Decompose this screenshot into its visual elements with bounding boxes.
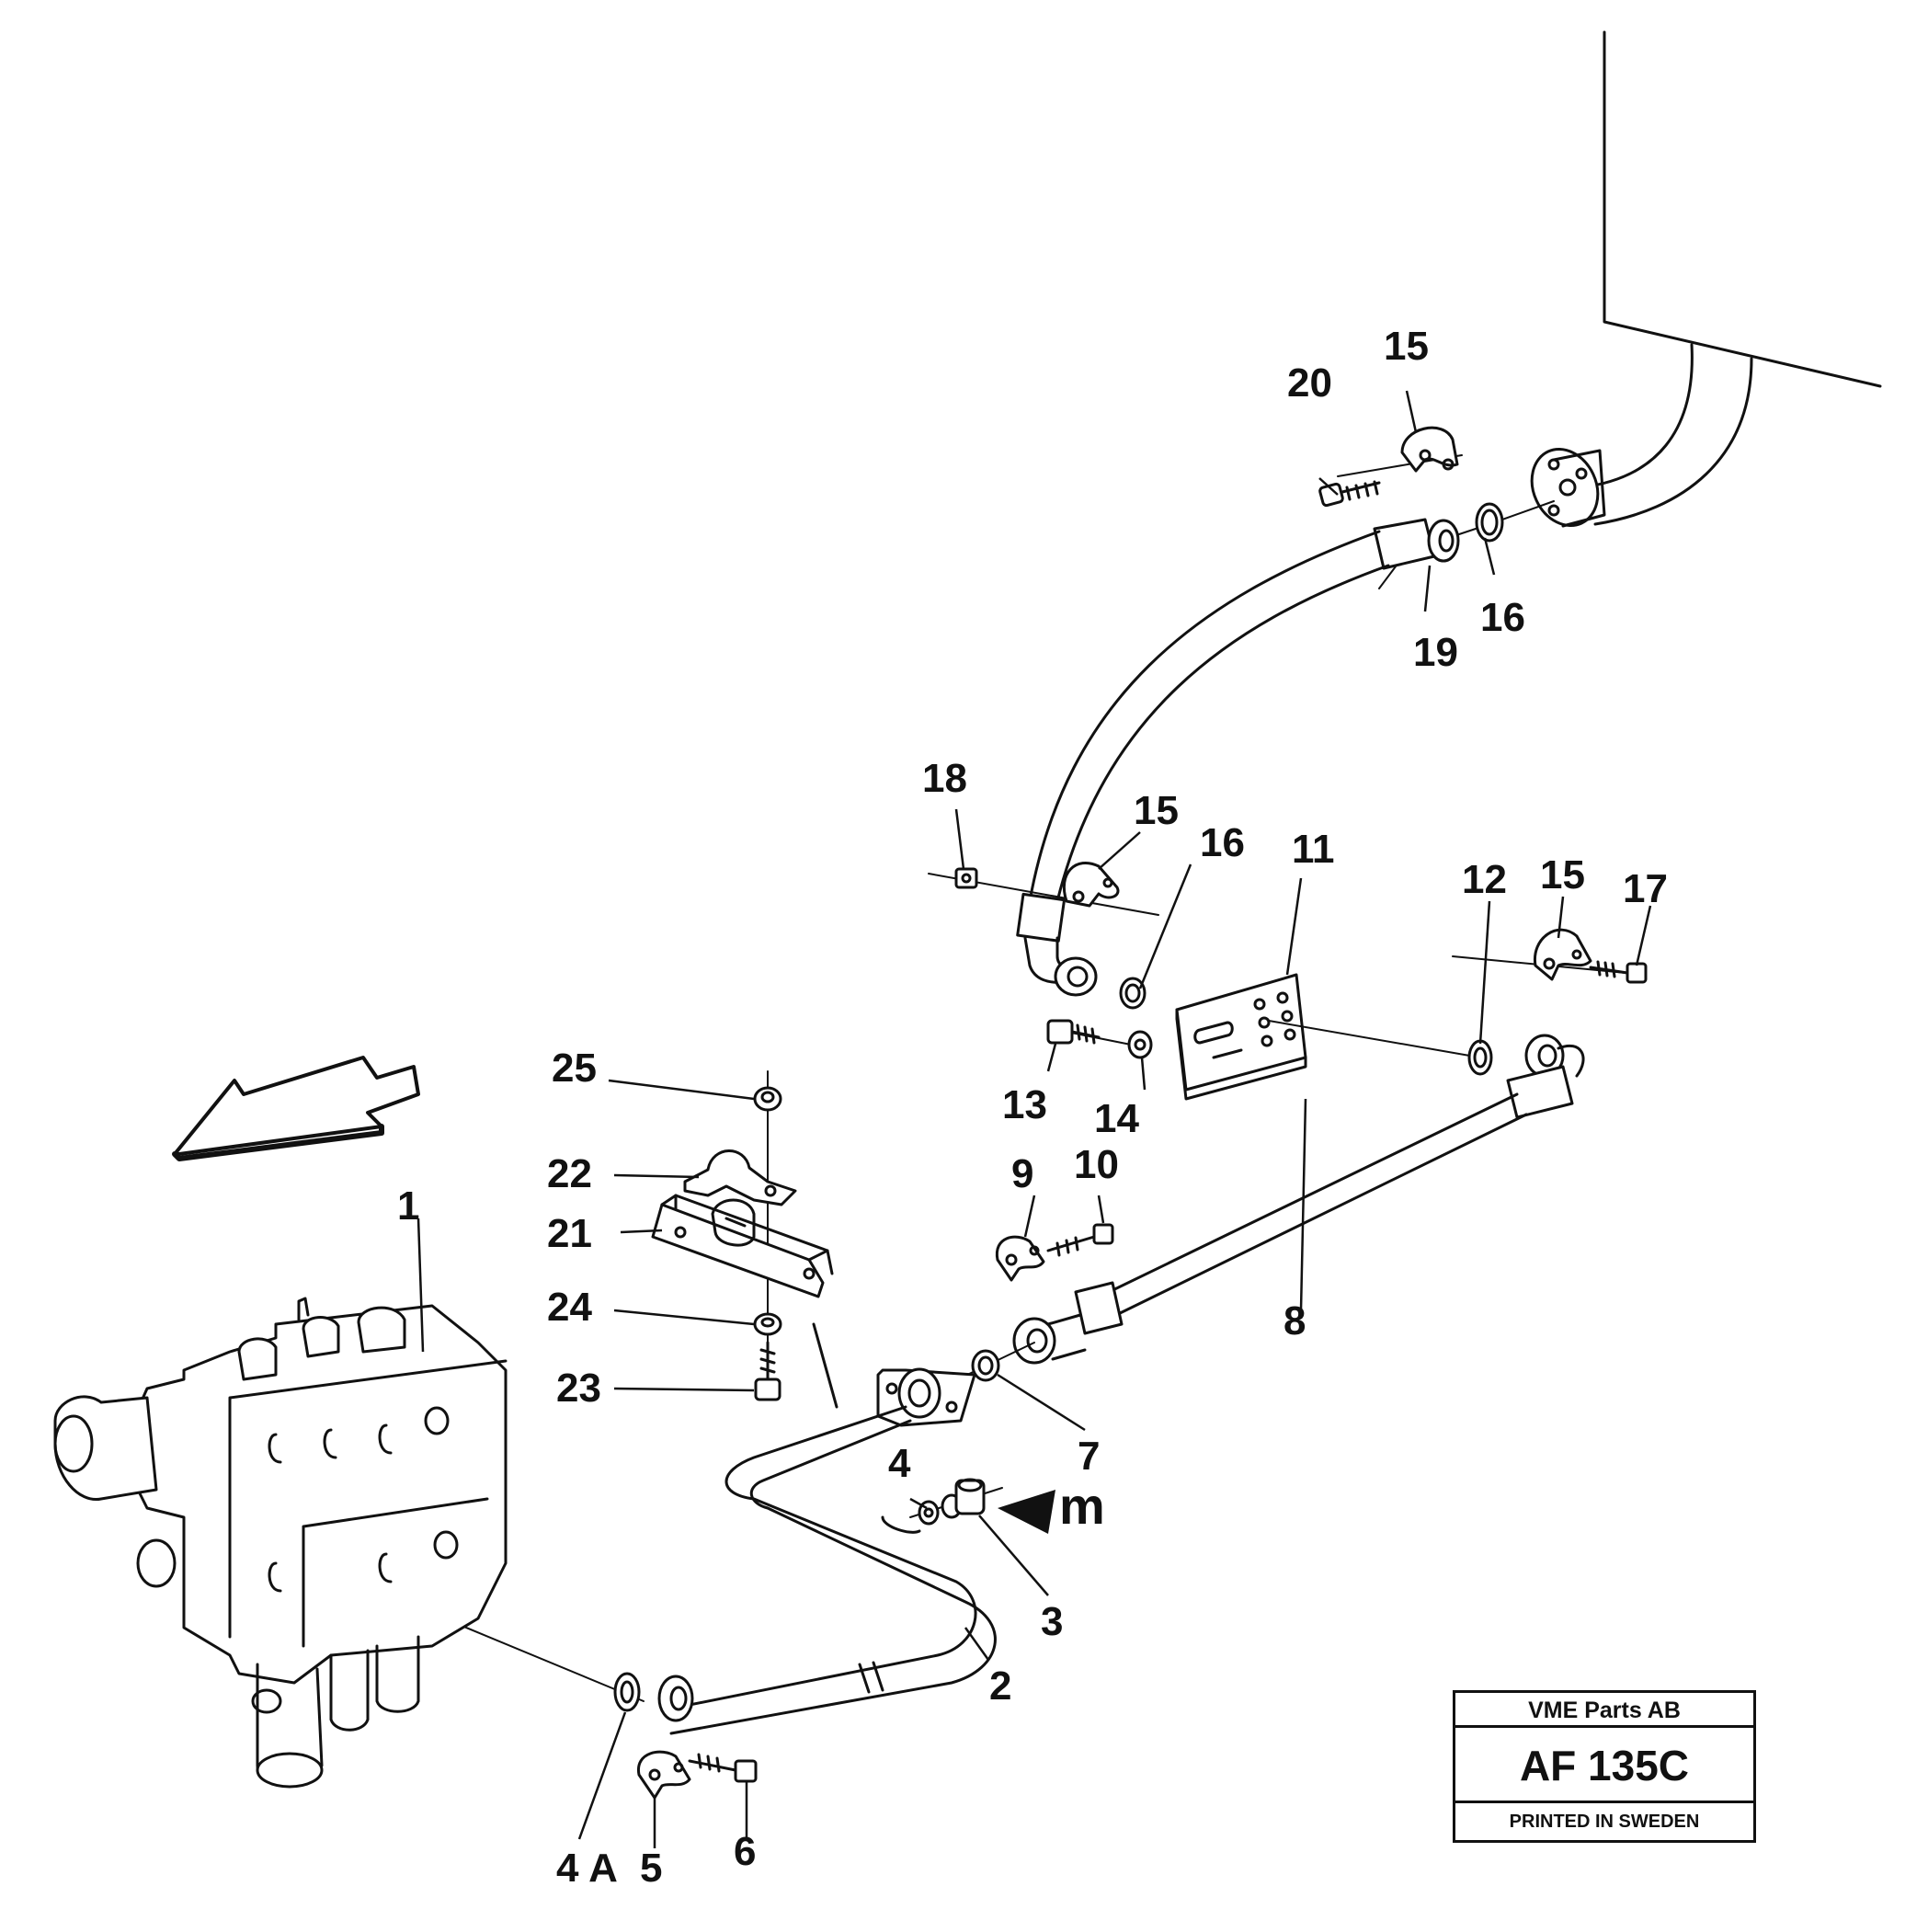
label-part-11: 11 (1292, 827, 1335, 872)
bolt-6 (688, 1753, 758, 1783)
clamp-15-right (1534, 928, 1592, 981)
bolt-23 (754, 1341, 781, 1401)
label-part-4: 4 (888, 1441, 911, 1486)
seal-7 (971, 1349, 1000, 1382)
bolt-13 (1046, 1019, 1101, 1045)
label-part-21: 21 (547, 1211, 592, 1256)
label-part-10: 10 (1074, 1142, 1119, 1187)
plug-3 (941, 1478, 986, 1519)
seal-16-upper (1475, 502, 1504, 543)
pipe-2-end (657, 1675, 694, 1722)
hose-upper (1028, 530, 1390, 903)
label-part-23: 23 (556, 1366, 601, 1411)
pipe-2 (660, 1367, 997, 1735)
label-part-19: 19 (1413, 630, 1458, 675)
label-part-22: 22 (547, 1151, 592, 1196)
control-valve-1 (53, 1297, 508, 1789)
label-part-4a: 4 A (556, 1846, 618, 1891)
label-part-15-upper: 15 (1384, 324, 1429, 369)
label-part-2: 2 (989, 1663, 1012, 1709)
hydraulic-tank (1580, 30, 1882, 526)
washer-14 (1127, 1030, 1153, 1059)
mounting-plate-11 (1175, 973, 1307, 1101)
title-block-drawing-number: AF 135C (1455, 1728, 1753, 1803)
seal-12 (1467, 1039, 1493, 1076)
clamp-15-middle (1062, 861, 1120, 908)
label-part-17: 17 (1623, 866, 1668, 911)
direction-arrow (172, 1056, 420, 1161)
title-block-printed: PRINTED IN SWEDEN (1509, 1812, 1700, 1832)
title-block-company: VME Parts AB (1455, 1693, 1753, 1728)
clamp-22 (683, 1149, 797, 1206)
label-part-3: 3 (1041, 1599, 1064, 1644)
washer-25 (753, 1086, 782, 1112)
clamp-9 (995, 1235, 1045, 1282)
label-part-24: 24 (547, 1285, 592, 1330)
clamp-15-upper (1400, 426, 1459, 473)
nut-18 (954, 867, 978, 889)
label-part-15-right: 15 (1540, 852, 1585, 897)
label-part-16-upper: 16 (1480, 595, 1525, 640)
label-part-12: 12 (1462, 857, 1507, 902)
bolt-17 (1589, 960, 1648, 984)
bracket-21 (651, 1194, 834, 1298)
label-part-5: 5 (640, 1846, 663, 1891)
leader-lines (416, 390, 1652, 1848)
outlet-flange (1530, 447, 1606, 528)
label-part-9: 9 (1011, 1151, 1034, 1196)
label-part-20: 20 (1287, 360, 1332, 406)
label-part-1: 1 (397, 1183, 420, 1229)
title-block: VME Parts AB AF 135C PRINTED IN SWEDEN (1453, 1690, 1756, 1843)
washer-24 (753, 1312, 782, 1336)
label-part-8: 8 (1283, 1298, 1306, 1343)
label-part-6: 6 (734, 1829, 757, 1874)
label-view-m: m (1059, 1477, 1105, 1535)
clamp-5 (637, 1750, 691, 1800)
label-part-14: 14 (1094, 1096, 1139, 1141)
seal-16-middle (1119, 977, 1147, 1010)
label-part-13: 13 (1002, 1082, 1047, 1127)
label-part-25: 25 (552, 1046, 597, 1091)
label-part-16-middle: 16 (1200, 820, 1245, 865)
view-m-arrow (998, 1490, 1055, 1534)
hose-fitting-19 (1373, 518, 1460, 570)
label-part-18: 18 (922, 756, 967, 801)
seal-4a (613, 1672, 641, 1712)
bolt-10 (1046, 1223, 1114, 1257)
hose-8 (1012, 1034, 1585, 1365)
label-part-7: 7 (1078, 1434, 1101, 1479)
label-part-15-middle: 15 (1134, 788, 1179, 833)
hose-upper-end (1016, 892, 1098, 997)
bolt-20 (1318, 480, 1381, 508)
